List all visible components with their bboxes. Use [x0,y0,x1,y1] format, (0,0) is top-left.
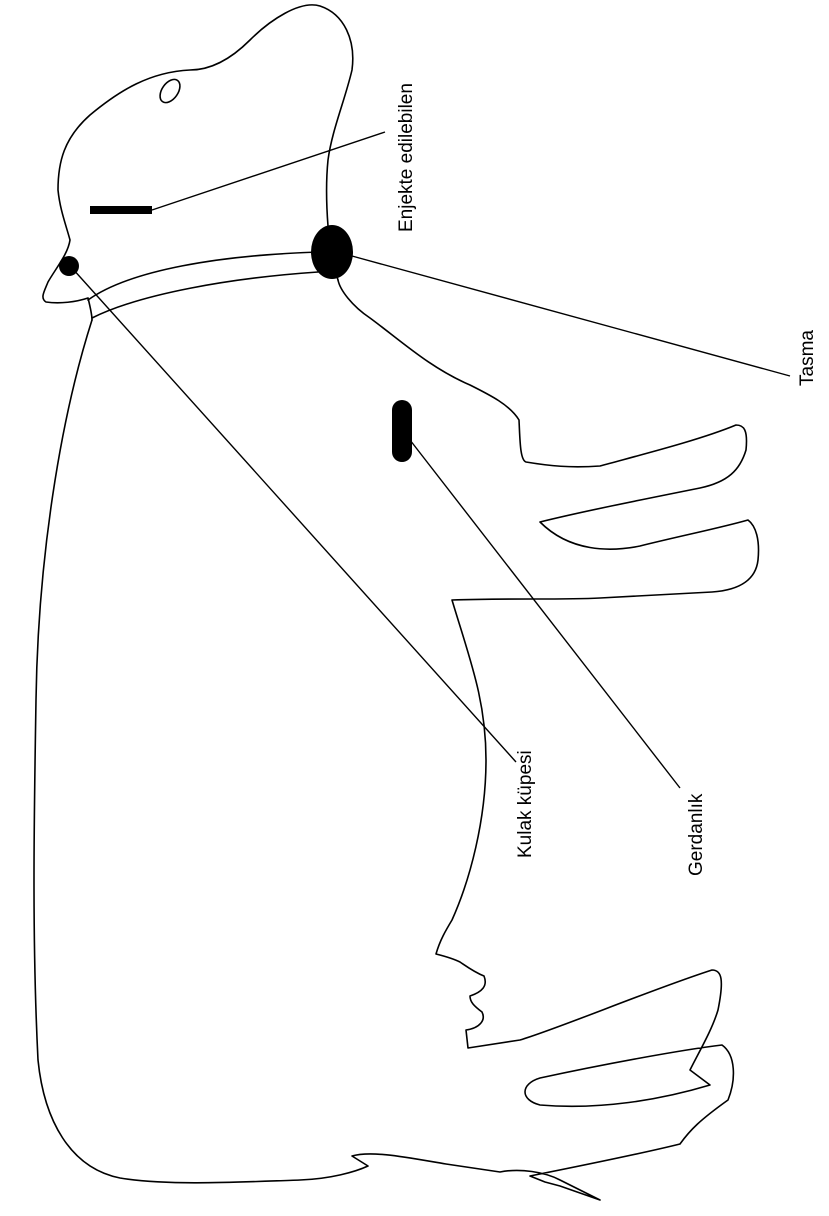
neck-tag-leader-line [410,440,680,788]
ear-tag-leader-line [72,268,516,762]
label-neck-tag: Gerdanlık [686,793,707,876]
collar-band-lower [92,272,318,318]
collar-leader-line [352,256,790,376]
collar-marker [311,225,353,279]
injectable-marker [90,206,152,214]
collar-band-upper [88,252,320,300]
label-collar: Tasma [797,330,818,386]
cow-eye [156,76,184,106]
label-ear-tag: Kulak küpesi [515,750,536,858]
label-injectable: Enjekte edilebilen [396,83,417,232]
injectable-leader-line [152,132,385,210]
neck-tag-marker [392,400,412,462]
